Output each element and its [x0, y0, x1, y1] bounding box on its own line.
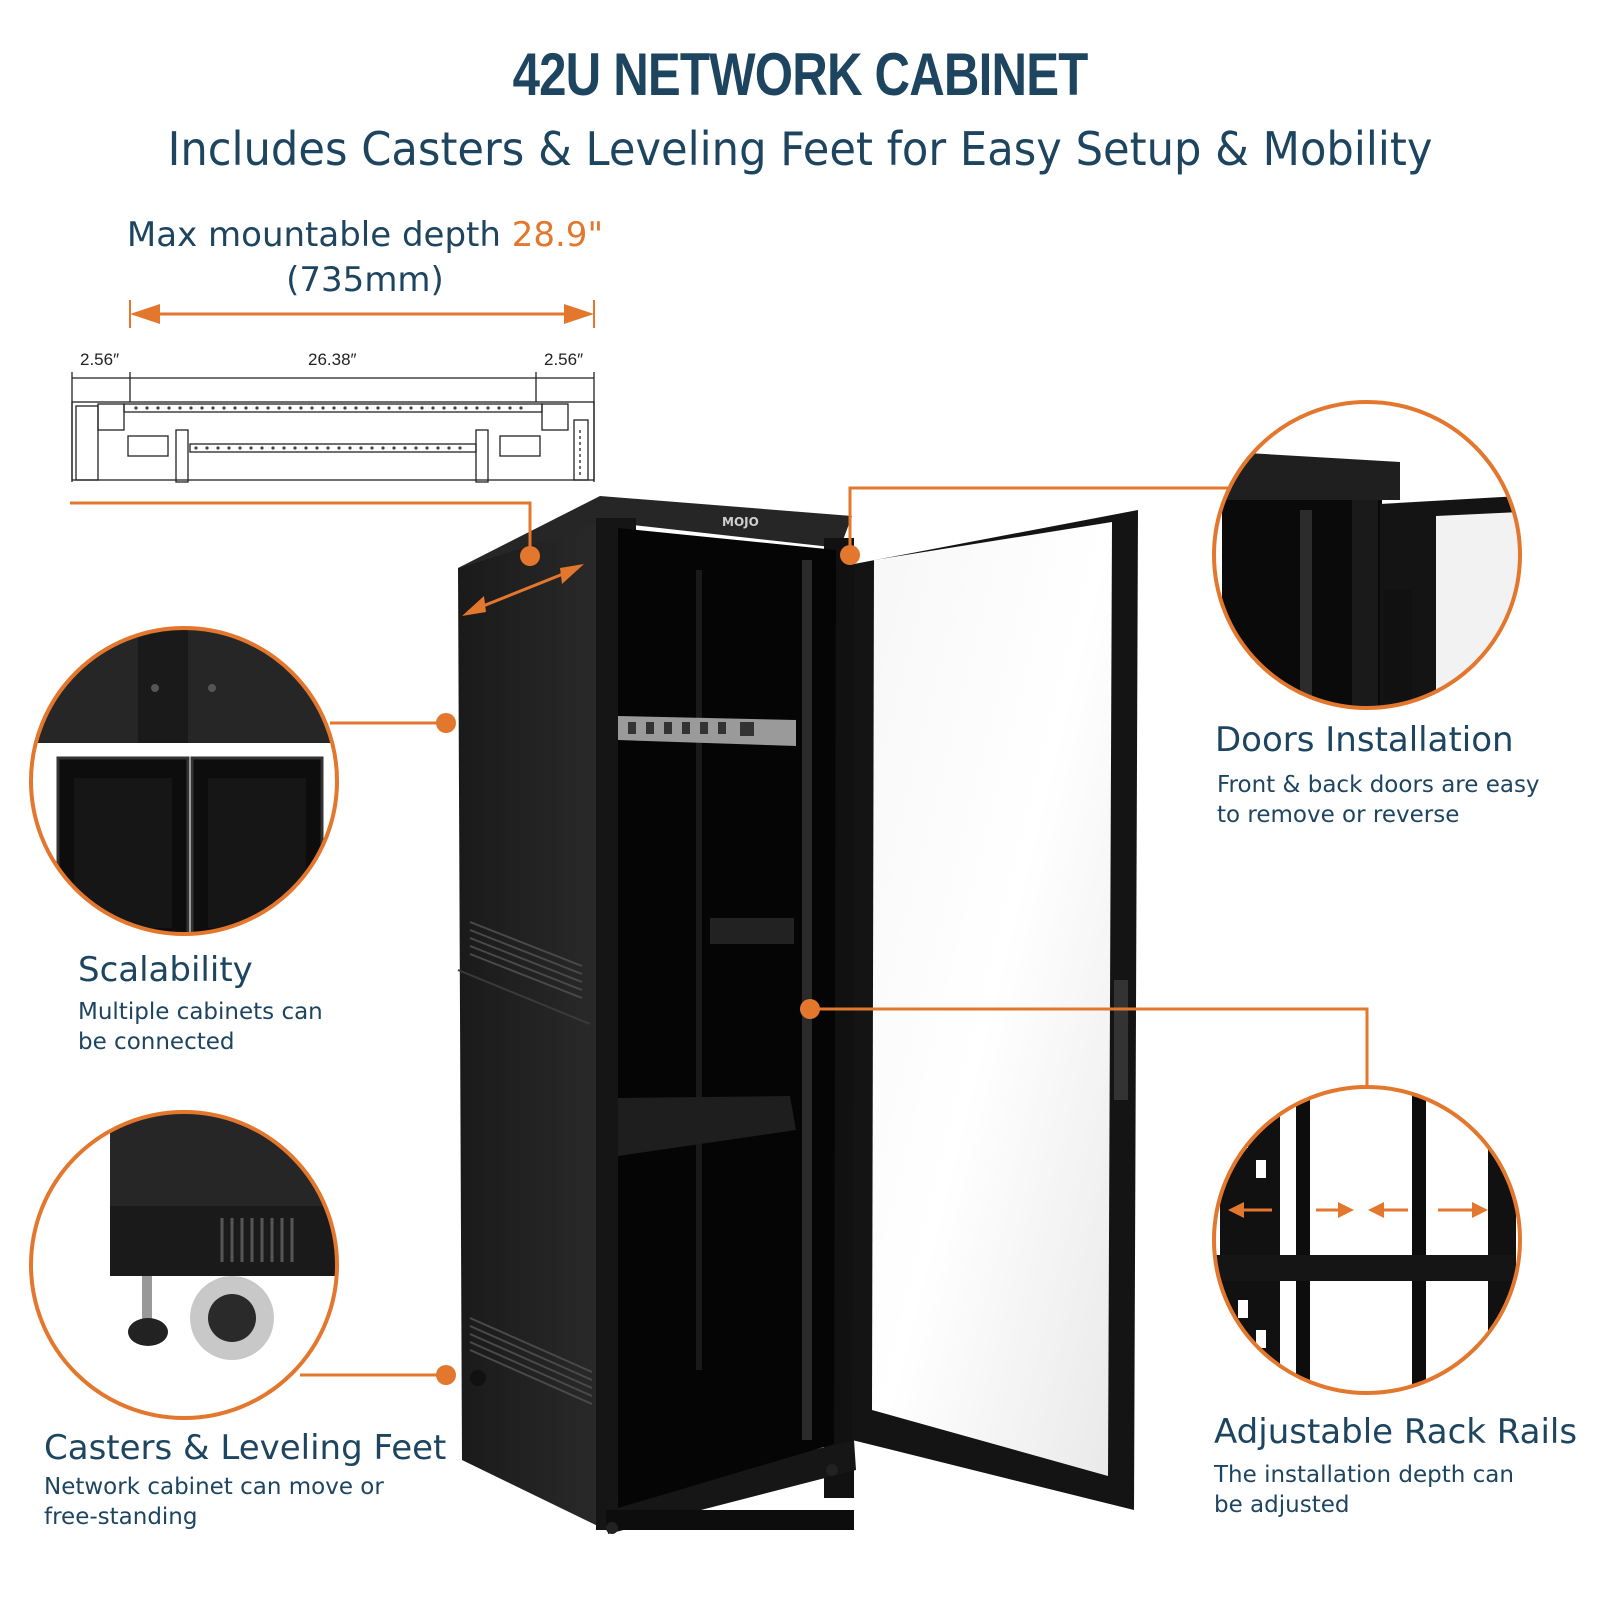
- hole-dot: [260, 446, 264, 450]
- hole-dot: [310, 406, 314, 410]
- top-view-holes: /* dots drawn below */: [134, 406, 523, 450]
- hole-dot: [304, 446, 308, 450]
- callout-dots: [436, 545, 860, 1385]
- hole-dot: [403, 446, 407, 450]
- cabinet: [457, 496, 856, 1534]
- hole-dot: [387, 406, 391, 410]
- feature-desc-doors-2: to remove or reverse: [1217, 802, 1460, 828]
- dim-middle: 26.38″: [308, 350, 357, 369]
- feature-desc-scalability-2: be connected: [78, 1029, 235, 1055]
- feature-desc-rails-2: be adjusted: [1214, 1492, 1350, 1518]
- hole-dot: [277, 406, 281, 410]
- hole-dot: [244, 406, 248, 410]
- hole-dot: [381, 446, 385, 450]
- hole-dot: [332, 406, 336, 410]
- hole-dot: [189, 406, 193, 410]
- feature-title-rails: Adjustable Rack Rails: [1214, 1412, 1578, 1452]
- hole-dot: [359, 446, 363, 450]
- brand-logo: MOJO: [722, 515, 759, 529]
- feature-title-casters: Casters & Leveling Feet: [44, 1428, 447, 1468]
- page-title: 42U NETWORK CABINET: [512, 41, 1089, 108]
- feature-title-doors: Doors Installation: [1215, 720, 1514, 760]
- hole-dot: [431, 406, 435, 410]
- hole-dot: [398, 406, 402, 410]
- depth-label: Max mountable depth 28.9": [95, 215, 635, 255]
- hole-dot: [414, 446, 418, 450]
- dim-left: 2.56″: [80, 350, 120, 369]
- feature-title-scalability: Scalability: [78, 950, 253, 990]
- hole-dot: [156, 406, 160, 410]
- hole-dot: [145, 406, 149, 410]
- hole-dot: [370, 446, 374, 450]
- hole-dot: [348, 446, 352, 450]
- hole-dot: [178, 406, 182, 410]
- hole-dot: [376, 406, 380, 410]
- hole-dot: [222, 406, 226, 410]
- feature-desc-casters-1: Network cabinet can move or: [44, 1474, 384, 1500]
- rail-arrows: [1228, 1202, 1488, 1218]
- hole-dot: [392, 446, 396, 450]
- hole-dot: [271, 446, 275, 450]
- casters-detail-circle: [29, 1110, 339, 1420]
- hole-dot: [519, 406, 523, 410]
- hole-dot: [211, 406, 215, 410]
- page-subtitle: Includes Casters & Leveling Feet for Eas…: [167, 122, 1433, 176]
- hole-dot: [497, 406, 501, 410]
- rails-detail-circle: [1212, 1085, 1522, 1395]
- hole-dot: [293, 446, 297, 450]
- hole-dot: [354, 406, 358, 410]
- hole-dot: [447, 446, 451, 450]
- hole-dot: [205, 446, 209, 450]
- hole-dot: [420, 406, 424, 410]
- depth-metric: (735mm): [286, 260, 444, 300]
- hole-dot: [255, 406, 259, 410]
- hole-dot: [288, 406, 292, 410]
- hole-dot: [200, 406, 204, 410]
- depth-label-text: Max mountable depth: [126, 215, 501, 255]
- feature-desc-scalability-1: Multiple cabinets can: [78, 999, 323, 1025]
- depth-arrow: [129, 300, 595, 328]
- hole-dot: [343, 406, 347, 410]
- hole-dot: [282, 446, 286, 450]
- hole-dot: [458, 446, 462, 450]
- hole-dot: [315, 446, 319, 450]
- hole-dot: [249, 446, 253, 450]
- hole-dot: [266, 406, 270, 410]
- hole-dot: [508, 406, 512, 410]
- feature-desc-doors-1: Front & back doors are easy: [1217, 772, 1540, 798]
- hole-dot: [216, 446, 220, 450]
- hole-dot: [464, 406, 468, 410]
- hole-dot: [365, 406, 369, 410]
- callout-lines: [70, 486, 1369, 1377]
- hole-dot: [436, 446, 440, 450]
- dim-right: 2.56″: [544, 350, 584, 369]
- hole-dot: [337, 446, 341, 450]
- doors-detail-circle: [1212, 400, 1522, 710]
- hole-dot: [442, 406, 446, 410]
- hole-dot: [409, 406, 413, 410]
- hole-dot: [194, 446, 198, 450]
- top-view-drawing: [71, 372, 595, 483]
- hole-dot: [453, 406, 457, 410]
- depth-value: 28.9": [511, 215, 604, 255]
- feature-desc-casters-2: free-standing: [44, 1504, 198, 1530]
- hole-dot: [227, 446, 231, 450]
- hole-dot: [425, 446, 429, 450]
- feature-desc-rails-1: The installation depth can: [1214, 1462, 1514, 1488]
- hole-dot: [238, 446, 242, 450]
- hole-dot: [326, 446, 330, 450]
- hole-dot: [299, 406, 303, 410]
- hole-dot: [167, 406, 171, 410]
- hole-dot: [486, 406, 490, 410]
- hole-dot: [321, 406, 325, 410]
- hole-dot: [134, 406, 138, 410]
- hole-dot: [233, 406, 237, 410]
- hole-dot: [475, 406, 479, 410]
- scalability-detail-circle: [29, 626, 339, 936]
